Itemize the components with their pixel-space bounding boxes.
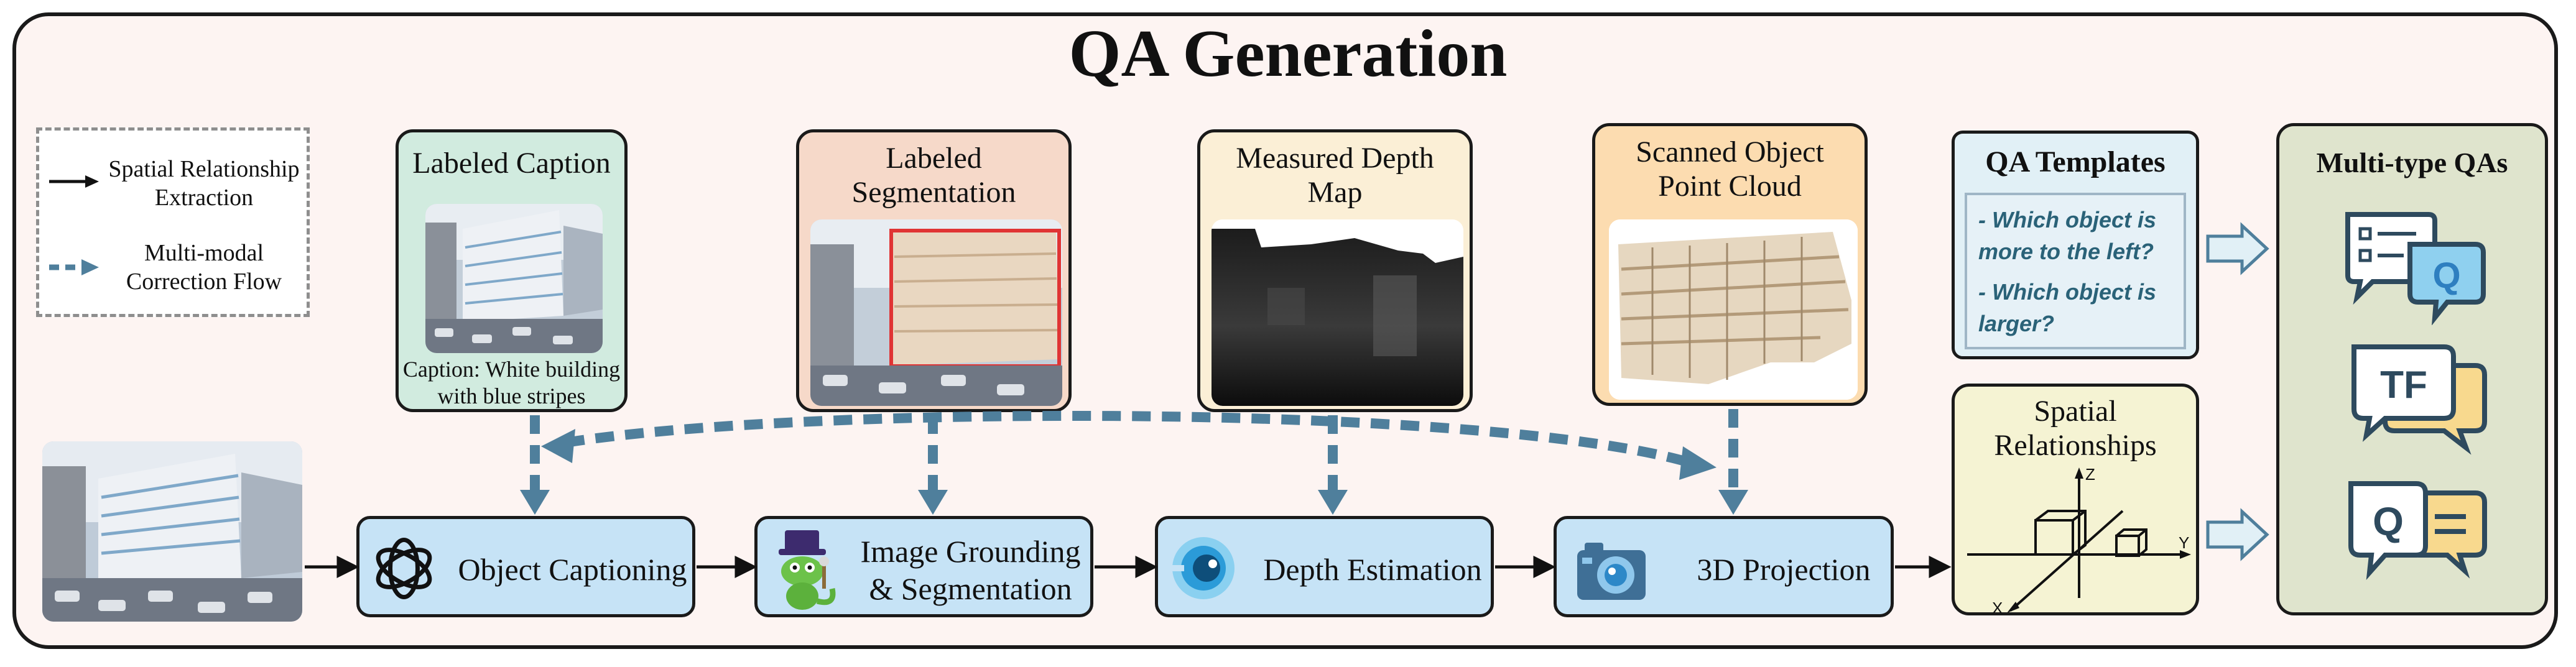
solid-arrowhead-3 (1135, 555, 1158, 579)
spatial-relationships-title: Spatial Relationships (1994, 395, 2157, 462)
dashed-correction-curve (565, 410, 1693, 468)
point-cloud-title: Scanned Object Point Cloud (1636, 136, 1824, 203)
depth-estimation-label: Depth Estimation (1263, 552, 1482, 587)
object-captioning-label: Object Captioning (458, 552, 687, 587)
depth-lens-icon (1168, 537, 1235, 599)
caption-text: Caption: White building with blue stripe… (402, 357, 621, 409)
question-list-letter: Q (2432, 255, 2460, 296)
axis-x-label: X (1992, 599, 2003, 614)
hollow-arrow-templates (2206, 222, 2269, 275)
qa-templates-card: QA Templates - Which object is more to t… (1952, 131, 2199, 359)
solid-arrowhead-4 (1533, 555, 1556, 579)
hollow-arrow-spatial (2206, 508, 2269, 561)
depth-estimation-step: Depth Estimation (1155, 516, 1494, 617)
labeled-segmentation-title: Labeled Segmentation (851, 142, 1016, 209)
axis-y-label: Y (2179, 533, 2189, 552)
axis-z-label: Z (2085, 465, 2095, 484)
camera-icon (1577, 543, 1646, 600)
multi-type-qas-title: Multi-type QAs (2316, 147, 2508, 178)
depth-map-title: Measured Depth Map (1236, 142, 1434, 209)
depth-map-image (1212, 219, 1463, 406)
qa-template-1: - Which object is more to the left? (1978, 207, 2157, 265)
openai-logo-icon (376, 538, 432, 599)
spatial-relationships-card: Spatial Relationships Z X Y (1952, 384, 2199, 615)
qa-templates-box: - Which object is more to the left? - Wh… (1965, 193, 2186, 349)
legend-dashed-arrow (49, 259, 99, 275)
qa-template-2: - Which object is larger? (1978, 279, 2157, 337)
multi-type-qas-card: Multi-type QAs Q TF Q (2276, 123, 2548, 615)
qa-templates-title: QA Templates (1985, 145, 2166, 178)
true-false-letters: TF (2380, 364, 2427, 407)
image-grounding-label: Image Grounding & Segmentation (860, 534, 1081, 606)
solid-arrowhead-2 (734, 555, 758, 579)
solid-arrowhead-5 (1929, 555, 1952, 579)
qa-bubble-icon: Q (2348, 481, 2487, 580)
legend-solid-arrow (49, 175, 99, 188)
true-false-icon: TF (2351, 344, 2487, 455)
question-list-icon: Q (2345, 212, 2486, 325)
legend-box: Spatial Relationship Extraction Multi-mo… (36, 127, 310, 317)
grounding-mascot-icon (779, 530, 836, 610)
legend-dashed-label: Multi-modal Correction Flow (126, 240, 282, 295)
figure-title: QA Generation (1068, 17, 1508, 91)
labeled-caption-title: Labeled Caption (412, 147, 611, 180)
legend-solid-label: Spatial Relationship Extraction (108, 156, 300, 211)
3d-axes-icon: Z X Y (1967, 465, 2191, 614)
point-cloud-card: Scanned Object Point Cloud (1592, 123, 1868, 406)
depth-map-card: Measured Depth Map (1197, 129, 1473, 412)
caption-image (425, 204, 603, 353)
labeled-caption-card: Labeled Caption Caption: White building … (396, 129, 628, 412)
point-cloud-image (1609, 219, 1858, 400)
3d-projection-step: 3D Projection (1554, 516, 1894, 617)
image-grounding-step: Image Grounding & Segmentation (754, 516, 1093, 617)
segmentation-image (810, 219, 1062, 406)
labeled-segmentation-card: Labeled Segmentation (796, 129, 1072, 412)
object-captioning-step: Object Captioning (356, 516, 695, 617)
solid-arrowhead-1 (336, 555, 359, 579)
input-image (42, 441, 302, 622)
3d-projection-label: 3D Projection (1697, 552, 1871, 587)
qa-bubble-letter: Q (2373, 499, 2404, 544)
